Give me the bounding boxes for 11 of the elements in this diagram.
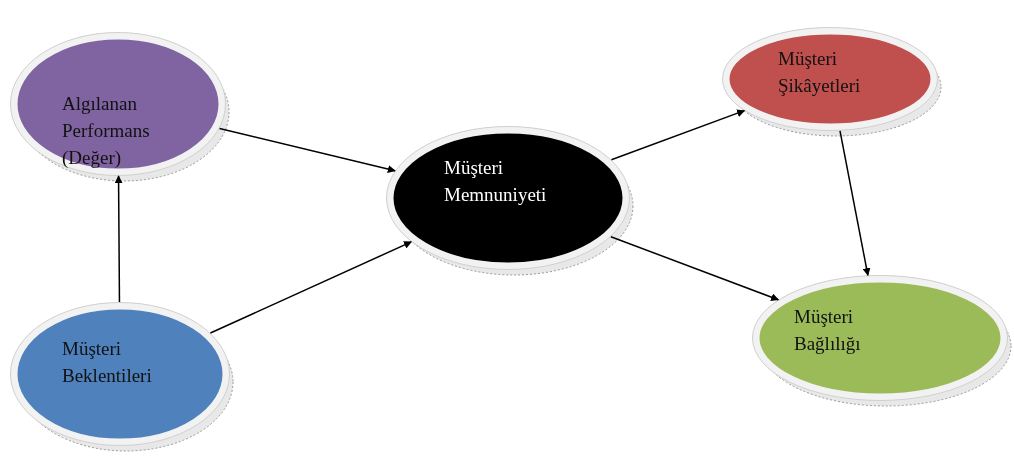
arrow — [218, 127, 396, 173]
arrow — [610, 235, 780, 301]
node-label: Algılanan Performans (Değer) — [62, 92, 151, 170]
node-label: Müşteri Şikâyetleri — [778, 47, 862, 98]
arrow — [610, 109, 746, 161]
arrow — [209, 241, 412, 334]
node-label: Müşteri Bağlılığı — [794, 305, 862, 356]
arrow — [839, 130, 871, 277]
node-label: Müşteri Memnuniyeti — [444, 156, 548, 207]
arrow — [114, 175, 123, 303]
node-label: Müşteri Beklentileri — [62, 337, 153, 388]
